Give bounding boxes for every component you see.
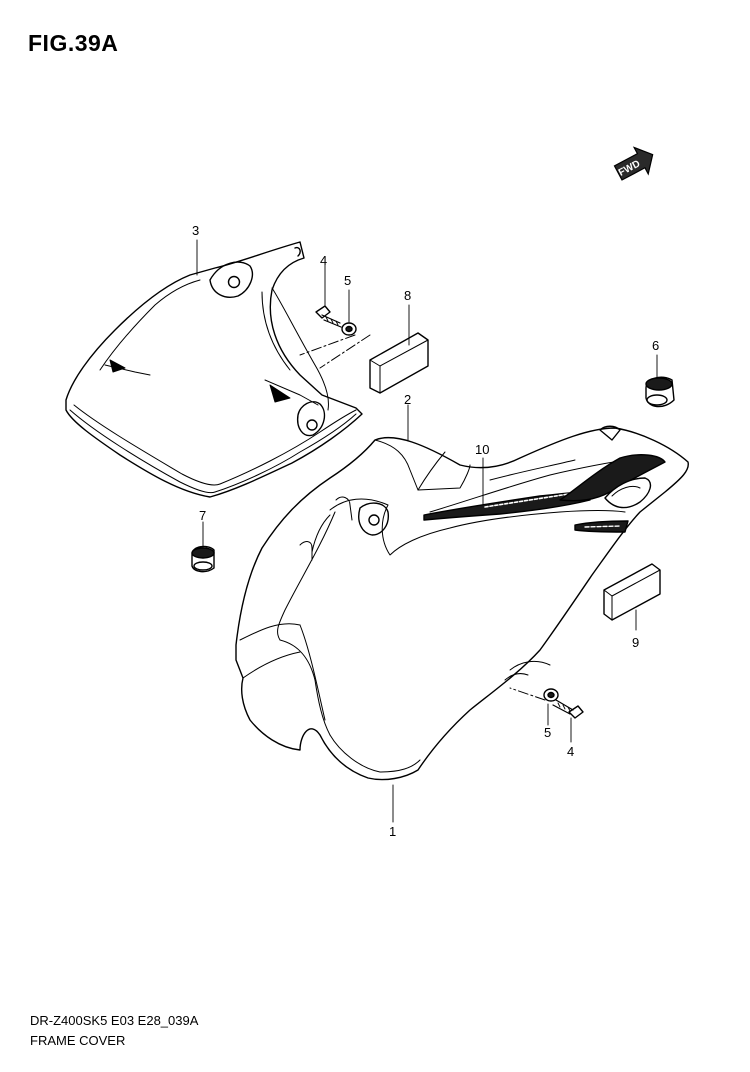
part-8-cushion — [369, 332, 429, 394]
callout-part-4-upper: 4 — [320, 253, 328, 268]
callout-part-10: 10 — [475, 442, 490, 457]
callout-part-4-lower: 4 — [567, 744, 575, 759]
callout-part-5-lower: 5 — [544, 725, 552, 740]
diagram-caption: FRAME COVER — [30, 1033, 126, 1048]
part-9-cushion — [603, 563, 661, 621]
callout-part-7: 7 — [199, 508, 207, 523]
callout-part-3: 3 — [192, 223, 200, 238]
fwd-arrow-icon: FWD — [613, 146, 654, 181]
part-5-washer-upper — [341, 322, 357, 336]
callout-part-6: 6 — [652, 338, 660, 353]
part-7-grommet — [191, 545, 215, 573]
callout-part-8: 8 — [404, 288, 412, 303]
callout-part-9: 9 — [632, 635, 640, 650]
callout-part-5-upper: 5 — [344, 273, 352, 288]
callout-part-2: 2 — [404, 392, 412, 407]
assembly-guide-lines — [299, 334, 546, 701]
figure-title: FIG.39A — [28, 30, 119, 56]
part-5-washer-lower — [543, 688, 559, 702]
leader-lines — [196, 239, 658, 823]
part-6-grommet — [645, 376, 675, 408]
part-4-bolt-lower — [552, 699, 584, 719]
part-1-right-frame-cover — [235, 425, 689, 781]
part-4-bolt-upper — [315, 305, 342, 328]
model-code: DR-Z400SK5 E03 E28_039A — [30, 1013, 199, 1028]
part-3-left-frame-cover — [65, 241, 363, 498]
callout-part-1: 1 — [389, 824, 397, 839]
